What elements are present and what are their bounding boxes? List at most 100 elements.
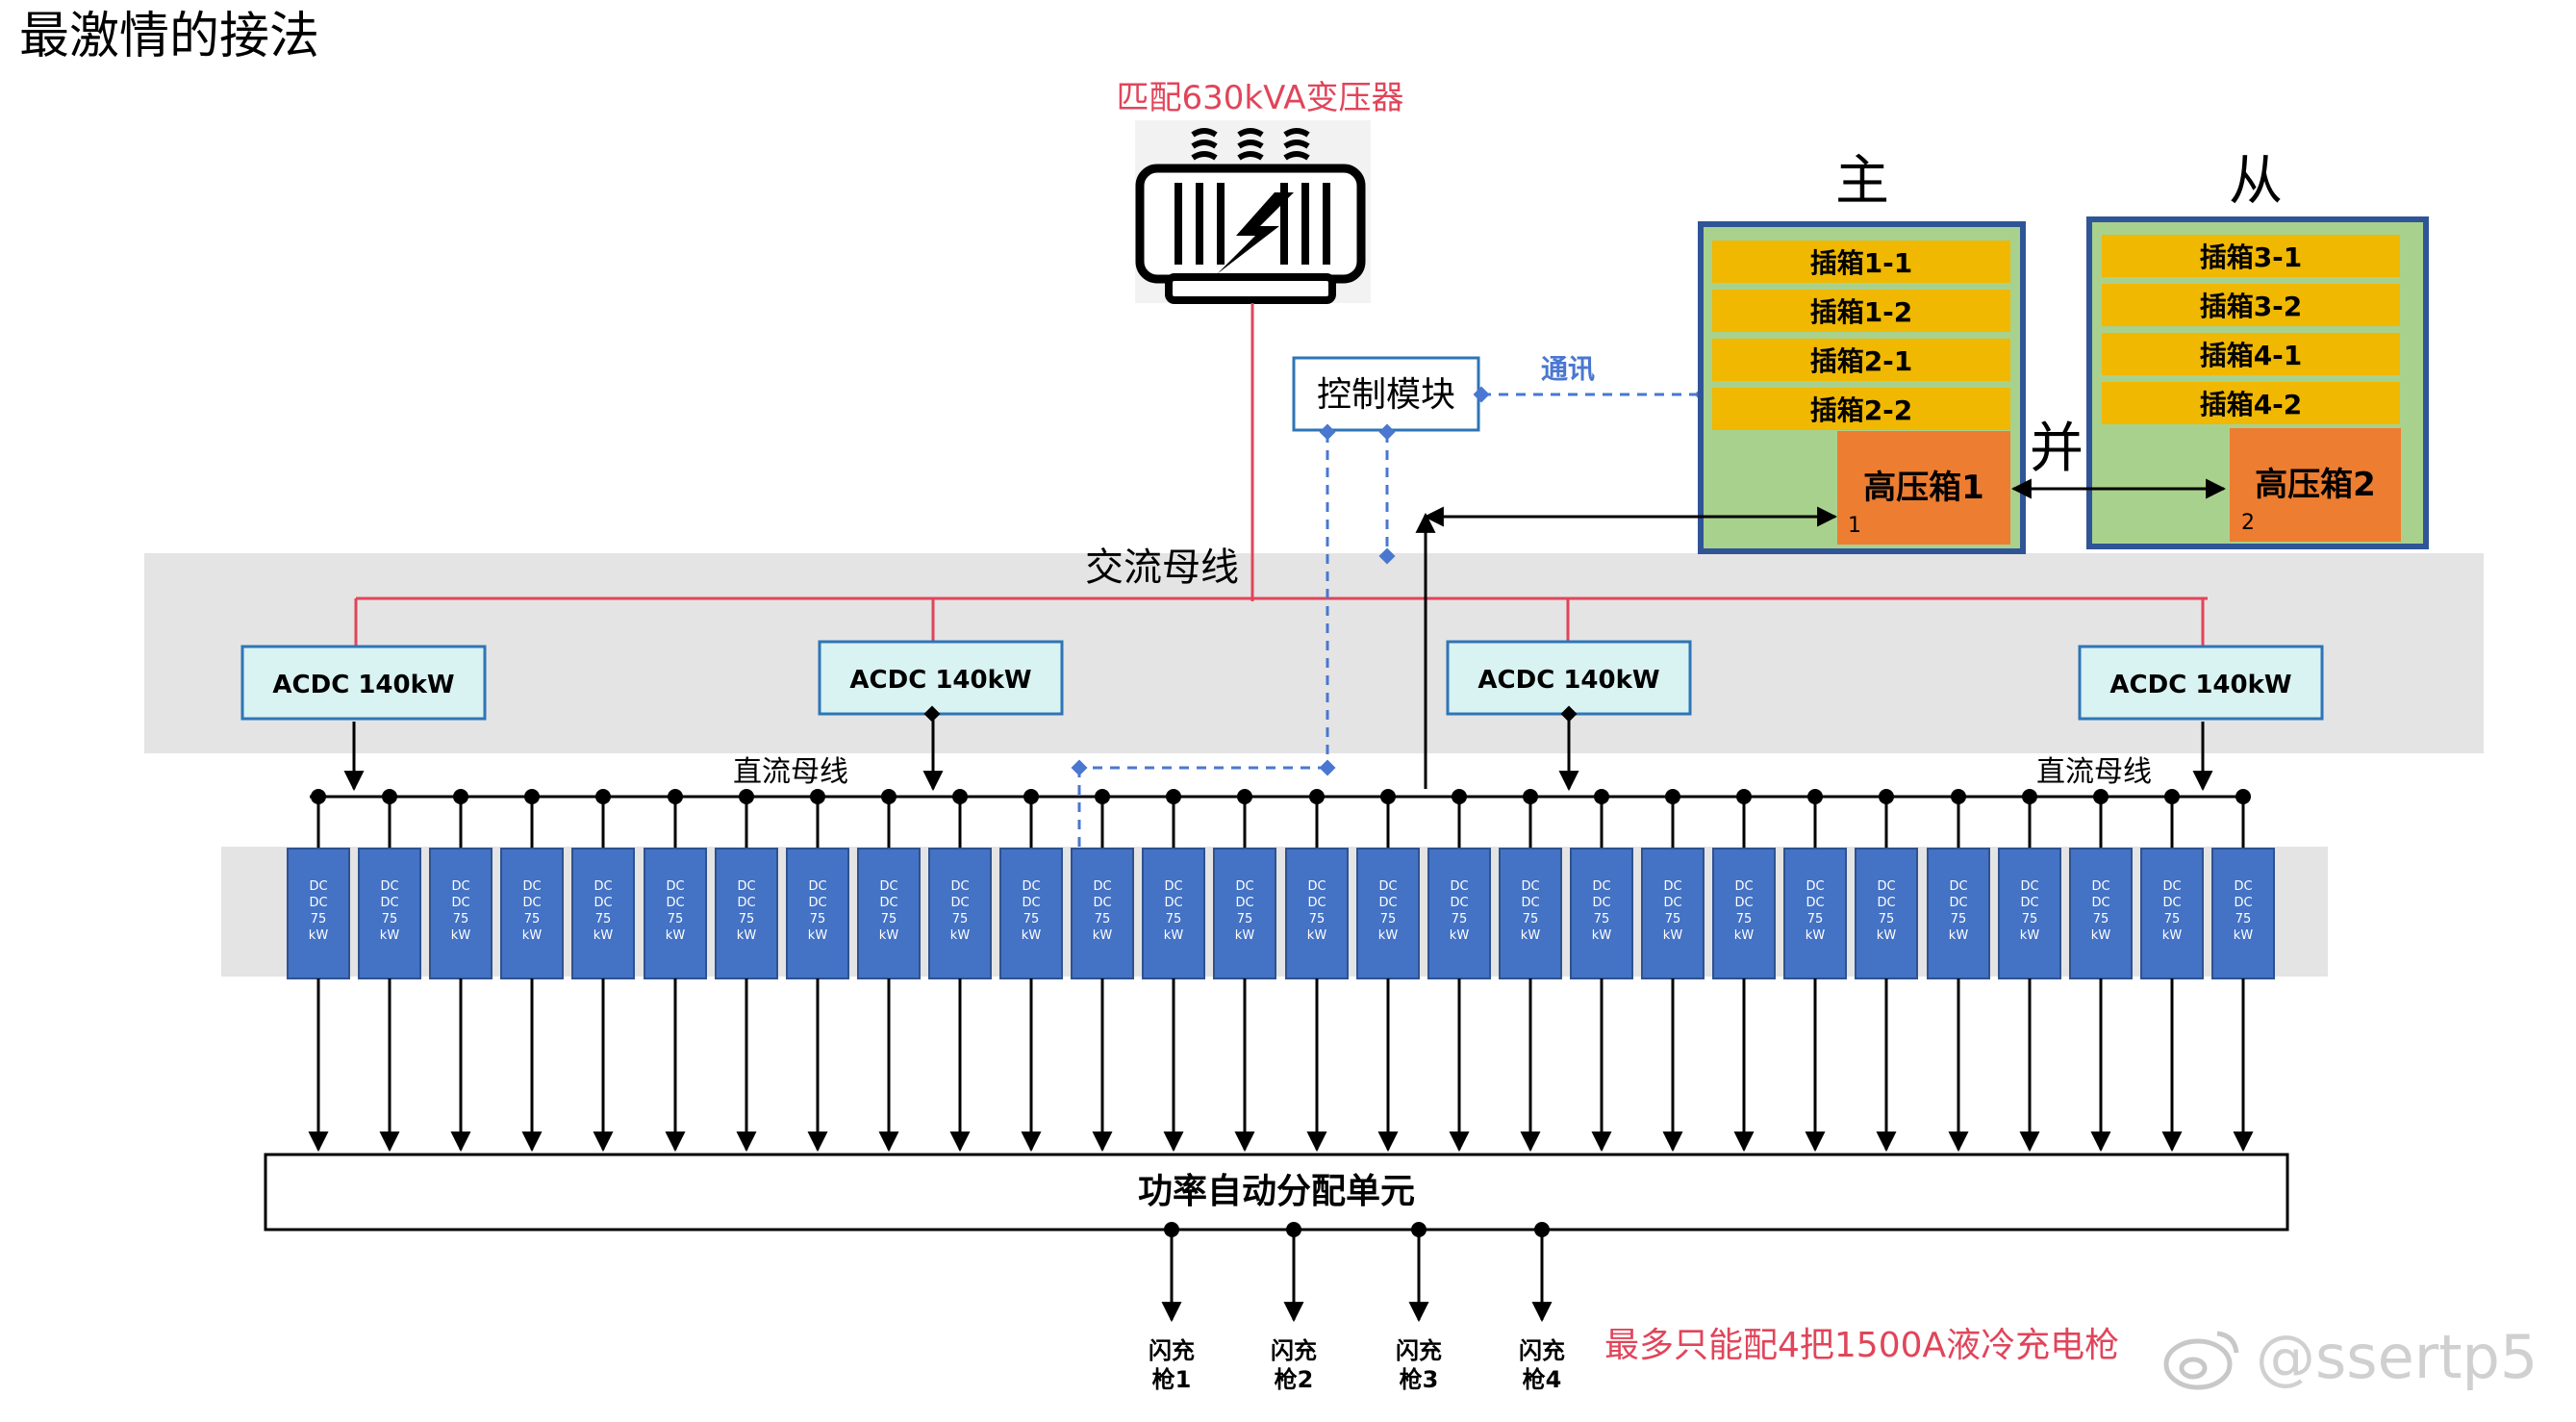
dcdc-label: 75 bbox=[1452, 912, 1468, 927]
dcdc-label: 75 bbox=[810, 912, 826, 927]
dcdc-label: DC bbox=[879, 896, 897, 910]
dcdc-label: DC bbox=[1022, 896, 1040, 910]
acdc-module: ACDC 140kW bbox=[818, 640, 1064, 716]
hv-to-dc-bus-link bbox=[1415, 506, 1838, 789]
hv-box-1 bbox=[1837, 431, 2010, 545]
master-box-label: 插箱2-2 bbox=[1810, 394, 1913, 426]
dcdc-label: kW bbox=[2234, 928, 2254, 943]
master-box bbox=[1712, 290, 2010, 332]
dcdc-label: DC bbox=[309, 879, 327, 894]
dcdc-label: kW bbox=[1734, 928, 1755, 943]
dcdc-label: kW bbox=[1450, 928, 1470, 943]
dcdc-label: 75 bbox=[2093, 912, 2109, 927]
dcdc-label: DC bbox=[1378, 896, 1397, 910]
dcdc-label: DC bbox=[1521, 896, 1539, 910]
dcdc-label: DC bbox=[737, 879, 755, 894]
dcdc-label: DC bbox=[1806, 879, 1824, 894]
page-title: 最激情的接法 bbox=[19, 8, 319, 65]
dcdc-label: DC bbox=[1164, 896, 1182, 910]
gun-label-line2: 枪1 bbox=[1152, 1366, 1192, 1393]
dcdc-label: DC bbox=[593, 879, 612, 894]
slave-box bbox=[2102, 382, 2400, 424]
slave-box-label: 插箱3-2 bbox=[2200, 291, 2303, 322]
dcdc-label: 75 bbox=[1309, 912, 1326, 927]
dcdc-label: DC bbox=[879, 879, 897, 894]
dcdc-label: kW bbox=[1877, 928, 1897, 943]
ac-bus-label: 交流母线 bbox=[1085, 546, 1239, 590]
dcdc-label: DC bbox=[1093, 879, 1111, 894]
dcdc-label: kW bbox=[2091, 928, 2111, 943]
acdc-label: ACDC 140kW bbox=[272, 671, 454, 699]
gun-label-line2: 枪3 bbox=[1400, 1366, 1439, 1393]
ac-bus-lines bbox=[354, 303, 2208, 647]
dcdc-label: DC bbox=[2020, 879, 2038, 894]
transformer-icon bbox=[1135, 120, 1371, 304]
gun-label-line1: 闪充 bbox=[1271, 1337, 1317, 1364]
acdc-module: ACDC 140kW bbox=[1446, 640, 1692, 716]
dcdc-label: DC bbox=[380, 879, 398, 894]
dcdc-label: DC bbox=[666, 896, 684, 910]
slave-box-label: 插箱4-2 bbox=[2200, 389, 2303, 420]
dcdc-label: 75 bbox=[1523, 912, 1539, 927]
dcdc-label: kW bbox=[1164, 928, 1184, 943]
dcdc-label: kW bbox=[593, 928, 614, 943]
dcdc-label: DC bbox=[2162, 879, 2181, 894]
dcdc-label: kW bbox=[380, 928, 400, 943]
dcdc-label: DC bbox=[522, 879, 541, 894]
dcdc-label: DC bbox=[1806, 896, 1824, 910]
dcdc-label: 75 bbox=[739, 912, 755, 927]
dcdc-label: 75 bbox=[881, 912, 897, 927]
acdc-label: ACDC 140kW bbox=[2109, 671, 2291, 699]
dcdc-label: kW bbox=[1521, 928, 1541, 943]
acdc-to-dc-bus bbox=[343, 717, 2213, 792]
dcdc-label: DC bbox=[1378, 879, 1397, 894]
dcdc-label: DC bbox=[309, 896, 327, 910]
dcdc-label: kW bbox=[950, 928, 971, 943]
dcdc-label: kW bbox=[808, 928, 828, 943]
dcdc-label: kW bbox=[1663, 928, 1683, 943]
dcdc-label: DC bbox=[1592, 879, 1610, 894]
dcdc-label: kW bbox=[522, 928, 543, 943]
dcdc-label: DC bbox=[808, 879, 826, 894]
hv-box-2-index: 2 bbox=[2241, 511, 2255, 535]
dcdc-label: kW bbox=[1022, 928, 1042, 943]
dcdc-label: kW bbox=[737, 928, 757, 943]
master-box bbox=[1712, 388, 2010, 430]
dcdc-label: DC bbox=[593, 896, 612, 910]
dcdc-label: DC bbox=[1877, 879, 1895, 894]
dcdc-label: DC bbox=[1734, 896, 1753, 910]
watermark: @ssertp5 bbox=[2256, 1322, 2538, 1392]
dcdc-label: DC bbox=[451, 879, 469, 894]
gun-label-line1: 闪充 bbox=[1519, 1337, 1565, 1364]
dcdc-label: DC bbox=[1164, 879, 1182, 894]
dcdc-module-group: DCDC75kWDCDC75kWDCDC75kWDCDC75kWDCDC75kW… bbox=[287, 789, 2275, 1153]
slave-box bbox=[2102, 333, 2400, 375]
dcdc-label: DC bbox=[1307, 879, 1326, 894]
dcdc-label: 75 bbox=[952, 912, 969, 927]
hv-box-1-label: 高压箱1 bbox=[1863, 469, 1984, 507]
transformer-label: 匹配630kVA变压器 bbox=[1117, 79, 1404, 117]
dcdc-label: DC bbox=[451, 896, 469, 910]
gun-label-line2: 枪2 bbox=[1275, 1366, 1314, 1393]
master-box-label: 插箱1-1 bbox=[1810, 247, 1913, 279]
parallel-label: 并 bbox=[2030, 418, 2084, 480]
dcdc-label: DC bbox=[666, 879, 684, 894]
